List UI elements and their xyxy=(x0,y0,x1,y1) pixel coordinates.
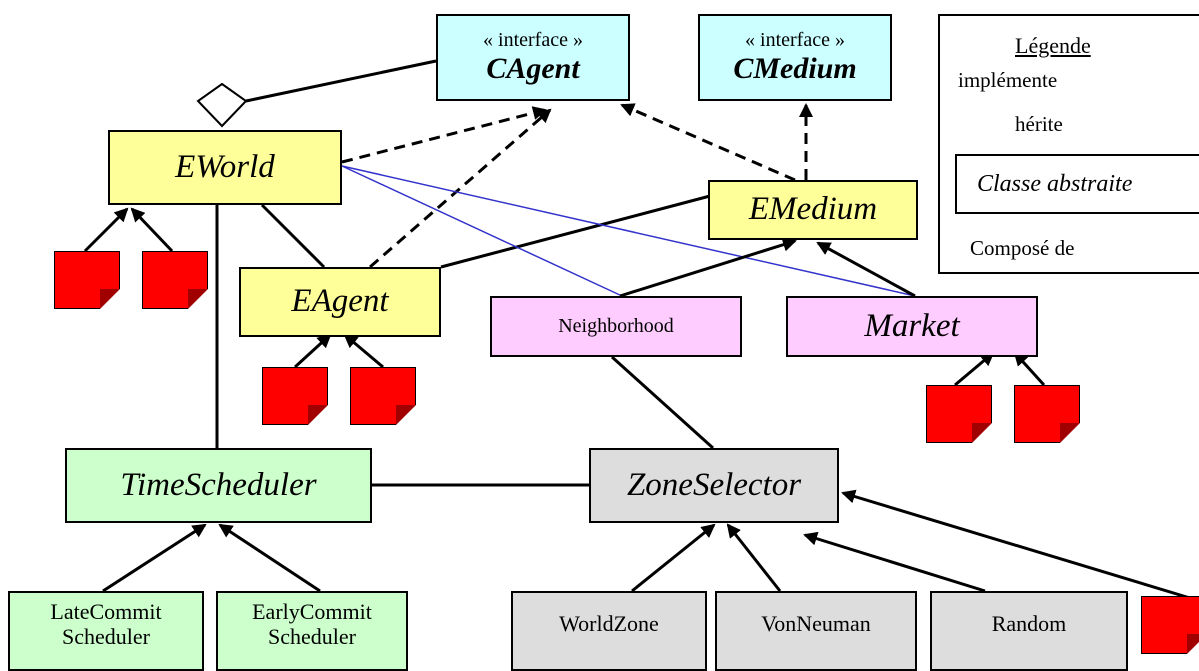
realization-eagent-cagent xyxy=(369,108,552,269)
inherit-eworld-sub2 xyxy=(130,207,174,253)
realization-eworld-cagent xyxy=(341,106,547,164)
random-name: Random xyxy=(991,611,1067,636)
assoc-eworld-neighborhood-blue xyxy=(341,165,623,297)
neighborhood-name: Neighborhood xyxy=(558,315,674,337)
eworld-class[interactable]: EWorld xyxy=(108,130,342,205)
eworld-subclass-marker-1 xyxy=(54,251,120,309)
eworld-subclass-marker-2 xyxy=(142,251,208,309)
composition-line xyxy=(245,59,437,103)
cmedium-name: CMedium xyxy=(733,51,857,85)
zoneselector-subclass-marker xyxy=(1141,596,1199,654)
market-subclass-marker-1 xyxy=(926,385,992,443)
legend-inherits-label: hérite xyxy=(1015,112,1063,136)
worldzone-name: WorldZone xyxy=(559,611,659,636)
emedium-name: EMedium xyxy=(748,191,878,228)
cagent-name: CAgent xyxy=(486,51,580,85)
eagent-subclass-marker-2 xyxy=(350,367,416,425)
market-class[interactable]: Market xyxy=(786,296,1038,357)
earlycommit-line2: Scheduler xyxy=(268,624,356,650)
emedium-class[interactable]: EMedium xyxy=(708,180,918,240)
worldzone-class[interactable]: WorldZone xyxy=(511,591,707,671)
inherit-eagent-sub1 xyxy=(293,333,332,369)
eagent-class[interactable]: EAgent xyxy=(239,267,441,337)
legend-panel: Légende implémente hérite Classe abstrai… xyxy=(938,14,1199,274)
inherit-earlycommit xyxy=(218,523,321,593)
latecommit-scheduler-class[interactable]: LateCommit Scheduler xyxy=(8,591,204,671)
assoc-eworld-market-blue xyxy=(341,165,916,297)
latecommit-line1: LateCommit xyxy=(50,599,162,624)
zoneselector-class[interactable]: ZoneSelector xyxy=(589,448,839,523)
legend-abstract-class-box: Classe abstraite xyxy=(955,154,1199,214)
timescheduler-class[interactable]: TimeScheduler xyxy=(65,448,372,523)
legend-abstract-class-label: Classe abstraite xyxy=(977,170,1133,197)
inherit-eworld-sub1 xyxy=(83,207,129,253)
inherit-extra xyxy=(841,489,1191,600)
eagent-name: EAgent xyxy=(291,283,389,320)
earlycommit-line1: EarlyCommit xyxy=(252,599,372,624)
inherit-random xyxy=(803,531,986,593)
neighborhood-class[interactable]: Neighborhood xyxy=(490,296,742,357)
cmedium-stereotype: « interface » xyxy=(745,28,845,51)
assoc-eworld-eagent xyxy=(260,203,326,269)
market-subclass-marker-2 xyxy=(1014,385,1080,443)
realization-emedium-cagent xyxy=(620,103,796,182)
inherit-market-sub1 xyxy=(954,351,995,387)
vonneuman-name: VonNeuman xyxy=(761,611,871,636)
assoc-eagent-emedium xyxy=(440,194,711,269)
cagent-stereotype: « interface » xyxy=(483,28,583,51)
inherit-vonneuman xyxy=(726,523,782,592)
earlycommit-scheduler-class[interactable]: EarlyCommit Scheduler xyxy=(216,591,408,671)
assoc-neighborhood-zoneselector xyxy=(610,355,715,450)
legend-implements-label: implémente xyxy=(958,68,1058,92)
latecommit-line2: Scheduler xyxy=(62,624,150,650)
cagent-interface[interactable]: « interface » CAgent xyxy=(436,14,630,101)
market-name: Market xyxy=(864,307,960,344)
inherit-market-emedium xyxy=(816,241,916,298)
legend-composed-label: Composé de xyxy=(970,236,1075,260)
inherit-latecommit xyxy=(102,523,207,593)
composition-diamond xyxy=(196,82,248,128)
inherit-neighborhood-emedium xyxy=(619,237,797,298)
inherit-market-sub2 xyxy=(1013,351,1046,387)
inherit-eagent-sub2 xyxy=(343,333,384,369)
vonneuman-class[interactable]: VonNeuman xyxy=(715,591,917,671)
inherit-worldzone xyxy=(631,523,716,593)
timescheduler-name: TimeScheduler xyxy=(120,466,317,503)
eworld-name: EWorld xyxy=(175,148,275,185)
eagent-subclass-marker-1 xyxy=(262,367,328,425)
zoneselector-name: ZoneSelector xyxy=(626,466,802,503)
random-class[interactable]: Random xyxy=(930,591,1128,671)
legend-title: Légende xyxy=(1015,33,1091,58)
cmedium-interface[interactable]: « interface » CMedium xyxy=(698,14,892,101)
